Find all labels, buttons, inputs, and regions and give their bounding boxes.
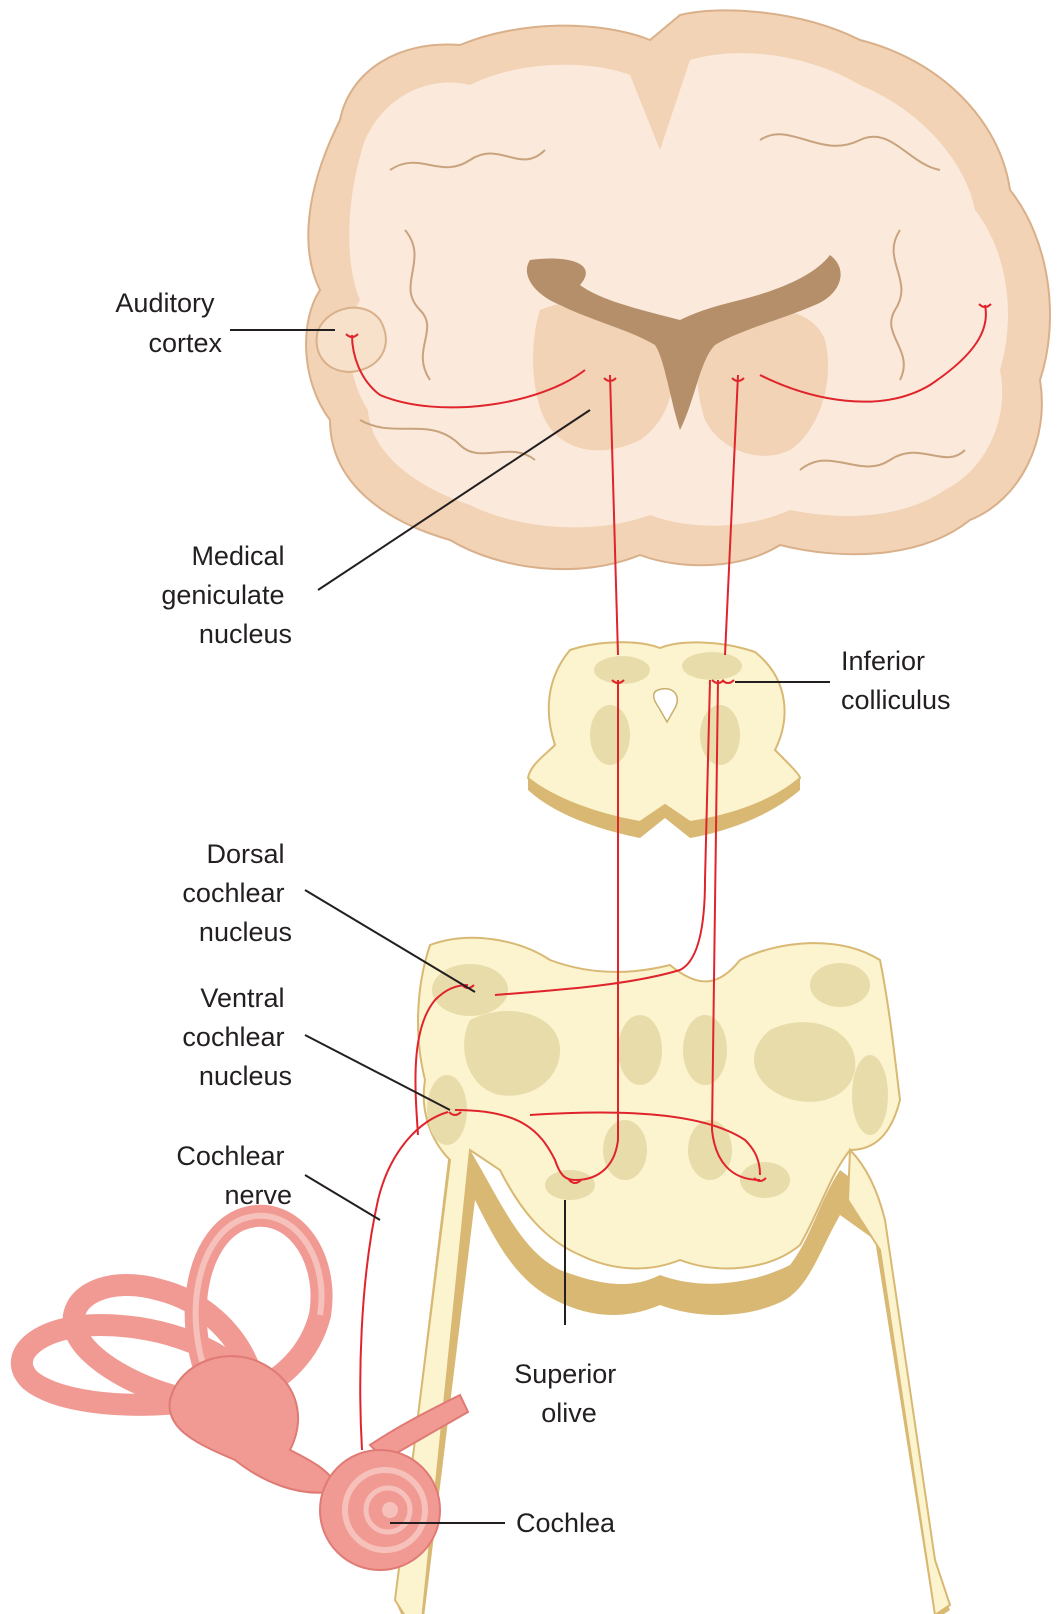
inferior-colliculus-right: [682, 652, 742, 680]
leader-cochlear-nerve: [304, 1174, 381, 1221]
label-ventral-cochlear-nucleus: Ventral cochlear nucleus: [182, 983, 292, 1091]
medulla-nucleus-center-right: [688, 1120, 732, 1180]
medulla-nucleus-left-large: [464, 1011, 560, 1096]
lateral-ventricles: [526, 255, 841, 430]
label-cochlear-nerve: Cochlear nerve: [176, 1141, 292, 1210]
path-mgn-right-to-auditory-cortex: [759, 304, 987, 403]
path-nerve-branch-to-dorsal: [414, 984, 469, 1136]
thalamus-right: [697, 309, 829, 456]
medulla-nucleus-right-side: [852, 1055, 888, 1135]
path-olive-left-to-colliculus: [574, 680, 619, 1181]
label-cochlea: Cochlea: [516, 1508, 616, 1538]
medulla-lower-body: [395, 1150, 950, 1614]
synapse-auditory-cortex-right: [978, 303, 992, 308]
brain-white-matter: [349, 53, 1008, 528]
cochlea-spiral-center: [382, 1502, 398, 1518]
medulla-nucleus-right-large: [753, 1022, 856, 1102]
path-dorsal-to-contralateral-colliculus: [494, 679, 711, 996]
midbrain-nucleus-left: [590, 705, 630, 765]
gyral-fold-left-lower: [359, 419, 536, 461]
synapse-olive-left: [568, 1179, 582, 1184]
synapse-olive-right: [753, 1177, 767, 1182]
gyral-fold-right-lower: [799, 449, 966, 471]
label-dorsal-cochlear-nucleus: Dorsal cochlear nucleus: [182, 839, 292, 947]
cochlea-spiral-inner: [363, 1485, 413, 1535]
medulla-nucleus-right-upper: [810, 963, 870, 1007]
label-medial-geniculate-nucleus: Medical geniculate nucleus: [161, 541, 292, 649]
inner-ear: [10, 1204, 470, 1571]
leader-dorsal-cochlear: [304, 889, 476, 993]
synapse-mgn-right: [731, 377, 745, 382]
path-colliculus-left-to-mgn: [609, 374, 619, 656]
brain-coronal-section: [305, 9, 1051, 571]
gyral-fold-right-lateral: [890, 229, 905, 381]
medulla-nucleus-center-left: [603, 1120, 647, 1180]
path-ventral-to-olive-left: [454, 1109, 576, 1181]
path-olive-right-to-colliculus: [710, 679, 761, 1181]
label-inferior-colliculus: Inferior colliculus: [841, 646, 951, 715]
path-mgn-left-to-auditory-cortex: [351, 334, 586, 409]
path-colliculus-right-to-mgn: [724, 374, 739, 656]
leader-ventral-cochlear: [304, 1034, 451, 1111]
gyral-fold-left-lateral: [404, 229, 431, 381]
ventral-cochlear-nucleus-region: [427, 1075, 467, 1145]
gyral-fold-left-upper: [389, 149, 546, 171]
midbrain-nucleus-right: [700, 705, 740, 765]
medulla-nucleus-right-mid: [683, 1015, 727, 1085]
superior-olive-left-region: [545, 1170, 595, 1200]
label-superior-olive: Superior olive: [514, 1359, 624, 1428]
leader-lines: [230, 329, 830, 1524]
semicircular-canal-highlight: [192, 1212, 325, 1397]
cerebral-aqueduct: [652, 688, 679, 724]
labels: Auditory cortex Medical geniculate nucle…: [115, 288, 950, 1538]
synapse-colliculus-right-b: [721, 679, 735, 684]
gyral-fold-right-upper: [759, 133, 941, 171]
semicircular-canal-posterior: [62, 1274, 261, 1411]
vestibule: [168, 1355, 342, 1494]
medulla-outline: [393, 936, 902, 1614]
cochlea-spiral-mid: [342, 1467, 428, 1553]
midbrain-section: [526, 641, 802, 838]
auditory-pathway: [345, 303, 992, 1451]
auditory-nerve-stub: [368, 1393, 470, 1462]
leader-medial-geniculate: [317, 409, 591, 591]
midbrain-outline: [526, 641, 802, 824]
synapse-auditory-cortex-left: [345, 333, 359, 338]
synapse-mgn-left: [603, 377, 617, 382]
inferior-colliculus-left: [594, 656, 650, 684]
synapse-colliculus-left: [611, 679, 625, 684]
label-auditory-cortex: Auditory cortex: [115, 288, 222, 358]
medulla-section: [393, 936, 952, 1614]
medulla-right-wing: [846, 1147, 952, 1614]
synapse-ventral-cochlear: [448, 1111, 462, 1116]
thalamus-left: [533, 300, 674, 451]
medulla-nucleus-left-mid: [618, 1015, 662, 1085]
path-ventral-to-olive-right: [529, 1111, 761, 1176]
